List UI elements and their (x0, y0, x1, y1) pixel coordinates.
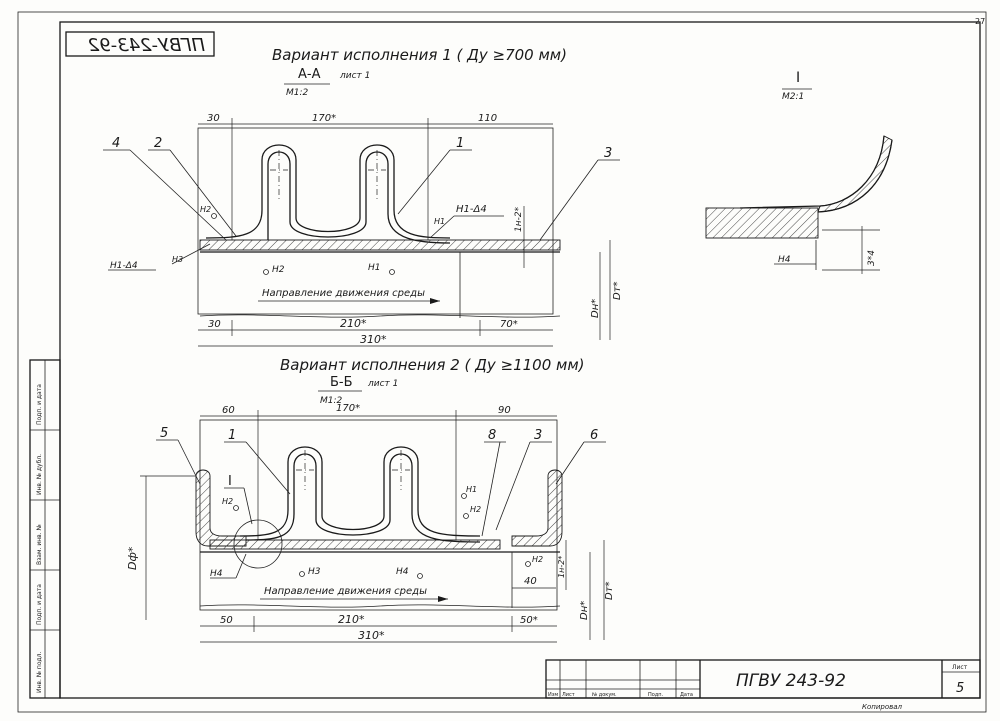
v2-flow-label: Направление движения среды (264, 586, 427, 597)
v2-weld-n4: Н4 (210, 569, 223, 579)
detail-dim-small: Н4 (778, 255, 791, 265)
v2-dim-top-mid: 170* (336, 403, 360, 414)
v2-dim-overall: 310* (358, 629, 385, 642)
side-label-2: Подп. и дата (36, 584, 43, 625)
side-label-4: Инв. № дубл. (36, 454, 43, 495)
v1-weld-n1: Н1 (368, 263, 381, 273)
side-label-3: Взам. инв. № (36, 524, 43, 565)
v1-dim-bot-mid: 210* (340, 317, 367, 330)
v2-left-ring (195, 469, 247, 547)
v2-dim-dt: Dт* (604, 581, 615, 600)
mirrored-stamp-text: ПГВУ-243-92 (88, 35, 205, 56)
v1-dim-bot-left: 30 (208, 319, 221, 330)
variant2-section-sheet: лист 1 (367, 379, 398, 389)
v2-dim-dphi: Dф* (126, 546, 139, 570)
v2-bellows (239, 446, 481, 537)
sheet-border-outer (17, 11, 987, 713)
v1-weld-n3: Н3 (172, 255, 183, 264)
variant2-scale: М1:2 (320, 396, 343, 406)
detail-dim-right: 3*4 (867, 250, 877, 266)
v1-weld-n2-top: Н2 (200, 205, 211, 214)
variant1-title: Вариант исполнения 1 ( Ду ≥700 мм) (272, 46, 567, 64)
variant2-section: Б-Б (330, 375, 353, 390)
v1-dim-bot-right: 70* (500, 319, 518, 330)
detail-wall (705, 207, 819, 239)
v2-weld-n3: Н3 (308, 567, 321, 577)
title-col-list: Лист (562, 692, 575, 698)
side-label-1: Инв. № подл. (36, 652, 43, 693)
v2-dim-dh: Dн* (579, 601, 590, 620)
v1-dim-overall: 310* (360, 333, 387, 346)
variant1-scale: М1:2 (286, 88, 309, 98)
v2-dim-bot-right: 50* (520, 615, 538, 626)
v1-flow-label: Направление движения среды (262, 288, 425, 299)
document-code: ПГВУ 243-92 (736, 671, 846, 691)
v1-dim-top-left: 30 (207, 113, 220, 124)
v1-dim-top-mid: 170* (312, 113, 336, 124)
footer-note: Копировал (862, 703, 903, 711)
detail-label: I (796, 70, 800, 86)
v1-callout-4: 4 (112, 136, 120, 151)
detail-I: I М2:1 3*4 Н4 (705, 70, 893, 274)
variant2-title: Вариант исполнения 2 ( Ду ≥1100 мм) (280, 356, 585, 374)
title-block: Изм Лист № докум. Подп. Дата ПГВУ 243-92… (545, 659, 981, 711)
page-number: 27 (975, 17, 985, 26)
v2-pipe-wall (209, 539, 501, 550)
sheet-number: 5 (956, 681, 964, 696)
mirrored-stamp: ПГВУ-243-92 (65, 31, 215, 57)
variant-2: Вариант исполнения 2 ( Ду ≥1100 мм) Б-Б … (126, 356, 615, 643)
sheet-label: Лист (952, 664, 968, 671)
variant-1: Вариант исполнения 1 ( Ду ≥700 мм) А-А л… (103, 46, 623, 347)
v2-callout-1: 1 (228, 428, 236, 443)
variant1-section: А-А (298, 67, 321, 82)
v2-callout-5: 5 (160, 426, 168, 441)
v2-dim-bot-mid: 210* (338, 613, 365, 626)
v2-callout-3: 3 (534, 428, 542, 443)
v1-callout-2: 2 (154, 136, 162, 151)
detail-scale: М2:1 (782, 92, 804, 102)
v2-dim-bot-left: 50 (220, 615, 233, 626)
v2-dim-top-left: 60 (222, 405, 235, 416)
v1-bellows (205, 144, 451, 239)
v2-callout-I: I (228, 474, 232, 489)
v1-dim-inner: 1н-2* (514, 206, 524, 232)
side-strip: Инв. № подл. Подп. и дата Взам. инв. № И… (29, 359, 61, 699)
v1-weld-right: Н1-Δ4 (456, 204, 487, 215)
v2-weld-n2-left: Н2 (222, 497, 233, 506)
title-col-sign: Подп. (648, 692, 664, 698)
title-col-doc: № докум. (592, 692, 617, 698)
v2-weld-n2a: Н2 (470, 505, 481, 514)
v1-dim-dh: Dн* (590, 299, 601, 318)
v2-dim-side-right: 40 (524, 576, 537, 587)
v1-dim-dt: Dт* (612, 281, 623, 300)
v2-dim-top-right: 90 (498, 405, 511, 416)
v1-callout-1: 1 (456, 136, 464, 151)
variant1-section-sheet: лист 1 (339, 71, 370, 81)
v1-weld-left: Н1-Δ4 (110, 261, 138, 271)
v1-weld-n2: Н2 (272, 265, 285, 275)
v1-dim-top-right: 110 (478, 113, 497, 124)
title-col-date: Дата (680, 692, 693, 698)
side-label-5: Подп. и дата (36, 384, 43, 425)
v2-weld-n1a: Н1 (466, 485, 477, 494)
v2-detail-circle (233, 519, 283, 569)
v1-callout-3: 3 (604, 146, 612, 161)
v2-right-ring (511, 469, 563, 547)
title-col-izm: Изм (548, 692, 558, 698)
v2-dim-inner: 1н-2* (557, 556, 566, 578)
v2-weld-n2b: Н2 (532, 555, 543, 564)
v2-callout-6: 6 (590, 428, 598, 443)
v2-weld-n4b: Н4 (396, 567, 409, 577)
v1-pipe-wall (199, 239, 561, 251)
v2-callout-8: 8 (488, 428, 496, 443)
v1-weld-n1-top: Н1 (434, 217, 445, 226)
